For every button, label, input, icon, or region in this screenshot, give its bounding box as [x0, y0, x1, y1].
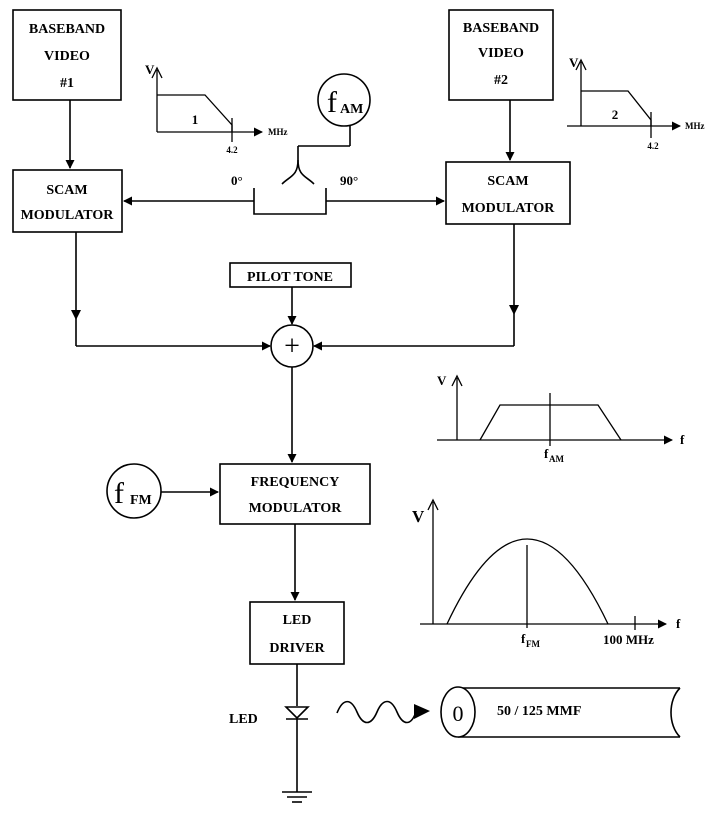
baseband-2-line3: #2 — [494, 73, 508, 88]
led-label: LED — [229, 712, 258, 727]
baseband-1-line2: VIDEO — [44, 49, 90, 64]
fm-osc-sub: FM — [130, 493, 152, 508]
fm-spectrum-v: V — [412, 507, 425, 526]
fm-spectrum: V f f FM 100 MHz — [412, 498, 681, 649]
led-symbol: LED — [229, 706, 310, 792]
frequency-modulator: FREQUENCY MODULATOR — [219, 463, 371, 525]
led-driver-line1: LED — [283, 613, 312, 628]
spectrum-1-number: 1 — [192, 112, 199, 127]
am-spectrum-f: f — [680, 432, 685, 447]
baseband-1-line3: #1 — [60, 76, 74, 91]
am-osc-sub: AM — [340, 102, 363, 117]
fm-line2: MODULATOR — [249, 501, 343, 516]
scam-1-line1: SCAM — [46, 183, 87, 198]
am-oscillator: f AM — [317, 73, 371, 127]
baseband-2-line1: BASEBAND — [463, 21, 539, 36]
am-osc-symbol: f — [327, 86, 337, 119]
light-wave-icon — [336, 700, 430, 724]
led-driver-line2: DRIVER — [269, 641, 325, 656]
scam-2-line2: MODULATOR — [462, 201, 556, 216]
spectrum-1-v-label: V — [145, 62, 155, 77]
scam-1-line2: MODULATOR — [21, 208, 115, 223]
spectrum-1-unit: MHz — [268, 127, 288, 137]
fm-spectrum-end: 100 MHz — [603, 632, 654, 647]
fm-spectrum-center: f — [521, 631, 526, 646]
led-driver: LED DRIVER — [249, 601, 345, 665]
spectrum-2-number: 2 — [612, 107, 619, 122]
baseband-1-spectrum: V 1 MHz 4.2 — [145, 62, 288, 155]
pilot-tone-label: PILOT TONE — [247, 270, 333, 285]
am-spectrum: V f f AM — [437, 373, 685, 464]
spectrum-2-v-label: V — [569, 55, 579, 70]
baseband-2-spectrum: V 2 MHz 4.2 — [567, 55, 705, 151]
fiber-label: 50 / 125 MMF — [497, 704, 581, 719]
ground-icon — [282, 791, 312, 803]
scam-2-line1: SCAM — [487, 174, 528, 189]
baseband-1-line1: BASEBAND — [29, 22, 105, 37]
pilot-tone-block: PILOT TONE — [229, 262, 352, 288]
fm-osc-symbol: f — [114, 477, 124, 510]
baseband-video-1-block: BASEBAND VIDEO #1 — [12, 9, 122, 101]
scam-modulator-1: SCAM MODULATOR — [12, 169, 123, 233]
spectrum-1-tick: 4.2 — [226, 145, 238, 155]
scam-modulator-2: SCAM MODULATOR — [445, 161, 571, 225]
spectrum-2-unit: MHz — [685, 121, 705, 131]
fm-spectrum-center-sub: FM — [526, 639, 540, 649]
am-spectrum-center: f — [544, 446, 549, 461]
hybrid-zero-phase: 0° — [231, 173, 243, 188]
hybrid-90-phase: 90° — [340, 173, 358, 188]
spectrum-2-tick: 4.2 — [647, 141, 659, 151]
am-spectrum-v: V — [437, 373, 447, 388]
summer-plus: + — [284, 331, 300, 362]
fm-oscillator: f FM — [106, 463, 162, 519]
fiber-core-symbol: 0 — [453, 701, 464, 726]
fm-spectrum-f: f — [676, 616, 681, 631]
fm-line1: FREQUENCY — [251, 475, 340, 490]
hybrid-coupler: 0° 90° — [231, 146, 358, 215]
summing-junction: + — [270, 324, 314, 368]
baseband-2-line2: VIDEO — [478, 46, 524, 61]
baseband-video-2-block: BASEBAND VIDEO #2 — [448, 9, 554, 101]
am-spectrum-center-sub: AM — [549, 454, 564, 464]
optical-fiber-icon: 0 50 / 125 MMF — [440, 686, 681, 738]
